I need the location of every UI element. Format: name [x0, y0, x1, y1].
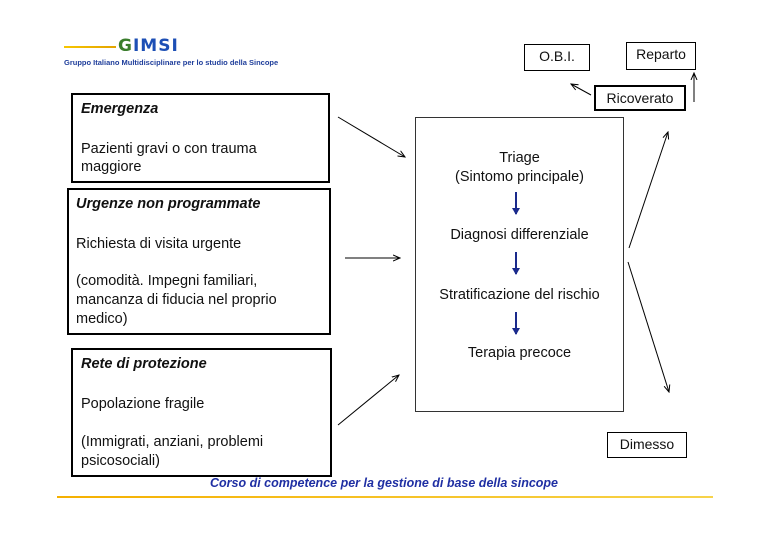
- process-therapy: Terapia precoce: [467, 345, 572, 361]
- logo-wordmark: GIMSI: [118, 36, 179, 56]
- source-title: Emergenza: [81, 101, 159, 117]
- arrow-process-to-ricoverato: [628, 132, 668, 249]
- arrow-emergenza-to-process: [337, 116, 405, 157]
- outcome-reparto: Reparto: [626, 42, 696, 70]
- arrow-process-to-dimesso: [627, 261, 669, 392]
- logo-subtitle: Gruppo Italiano Multidisciplinare per lo…: [64, 58, 279, 67]
- gimsi-logo: GIMSI Gruppo Italiano Multidisciplinare …: [64, 36, 334, 76]
- source-line: mancanza di fiducia nel proprio: [76, 292, 277, 308]
- source-box-rete: Rete di protezione Popolazione fragile (…: [71, 348, 332, 477]
- source-line: Popolazione fragile: [81, 396, 205, 412]
- outcome-dimesso: Dimesso: [607, 432, 687, 458]
- source-line: medico): [76, 311, 128, 327]
- source-box-urgenze: Urgenze non programmate Richiesta di vis…: [67, 188, 331, 335]
- source-title: Rete di protezione: [81, 356, 207, 372]
- source-line: psicosociali): [81, 453, 160, 469]
- arrow-ricoverato-to-obi: [571, 84, 592, 96]
- source-line: (Immigrati, anziani, problemi: [81, 434, 264, 450]
- process-triage: Triage: [499, 150, 540, 166]
- footer-divider: [57, 496, 713, 498]
- source-box-emergenza: Emergenza Pazienti gravi o con trauma ma…: [71, 93, 330, 183]
- outcome-obi: O.B.I.: [524, 44, 590, 71]
- process-stratification: Stratificazione del rischio: [439, 287, 600, 303]
- source-title: Urgenze non programmate: [76, 196, 261, 212]
- course-footer: Corso di competence per la gestione di b…: [209, 476, 559, 490]
- logo-letters-imsi: IMSI: [132, 36, 179, 56]
- source-line: maggiore: [81, 159, 142, 175]
- process-diagnosis: Diagnosi differenziale: [450, 227, 589, 243]
- source-line: Pazienti gravi o con trauma: [81, 141, 257, 157]
- arrow-rete-to-process: [337, 375, 399, 426]
- outcome-ricoverato: Ricoverato: [594, 85, 686, 111]
- process-box: Triage (Sintomo principale) Diagnosi dif…: [415, 117, 624, 412]
- process-triage-detail: (Sintomo principale): [455, 169, 584, 185]
- logo-underline: [64, 46, 116, 48]
- logo-letter-g: G: [118, 36, 133, 56]
- source-line: Richiesta di visita urgente: [76, 236, 242, 252]
- source-line: (comodità. Impegni familiari,: [76, 273, 258, 289]
